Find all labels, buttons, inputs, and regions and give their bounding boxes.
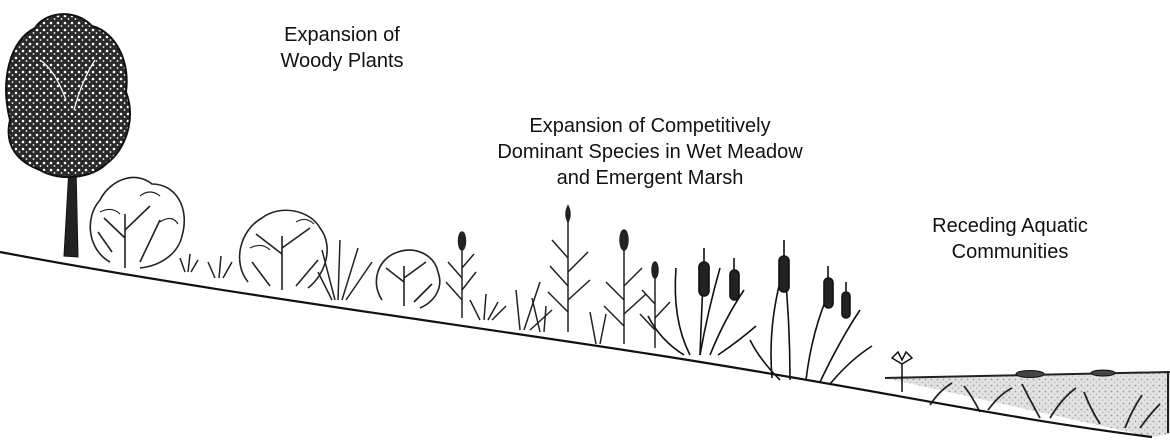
label-receding-aquatic-communities: Receding Aquatic Communities <box>890 213 1130 265</box>
emergent-arrowhead-plant <box>892 352 912 392</box>
shrub-1 <box>90 177 184 268</box>
meadow-plant-3 <box>532 206 590 332</box>
shrub-3 <box>376 250 439 308</box>
label-woody-line-2: Woody Plants <box>222 48 462 74</box>
label-competitive-line-2: Dominant Species in Wet Meadow <box>420 139 880 165</box>
shrub-2 <box>240 210 328 290</box>
meadow-plant-1 <box>446 232 476 318</box>
label-expansion-woody-plants: Expansion of Woody Plants <box>222 22 462 74</box>
label-competitive-line-3: and Emergent Marsh <box>420 165 880 191</box>
label-expansion-competitive-species: Expansion of Competitively Dominant Spec… <box>420 113 880 191</box>
label-competitive-line-1: Expansion of Competitively <box>420 113 880 139</box>
cattail-clump-2 <box>750 240 872 384</box>
label-woody-line-1: Expansion of <box>222 22 462 48</box>
label-aquatic-line-1: Receding Aquatic <box>890 213 1130 239</box>
large-tree <box>6 14 130 257</box>
meadow-plant-4 <box>590 230 646 344</box>
label-aquatic-line-2: Communities <box>890 239 1130 265</box>
meadow-plant-5 <box>640 262 670 348</box>
cattail-clump-1 <box>648 248 756 355</box>
water-body <box>885 372 1170 437</box>
